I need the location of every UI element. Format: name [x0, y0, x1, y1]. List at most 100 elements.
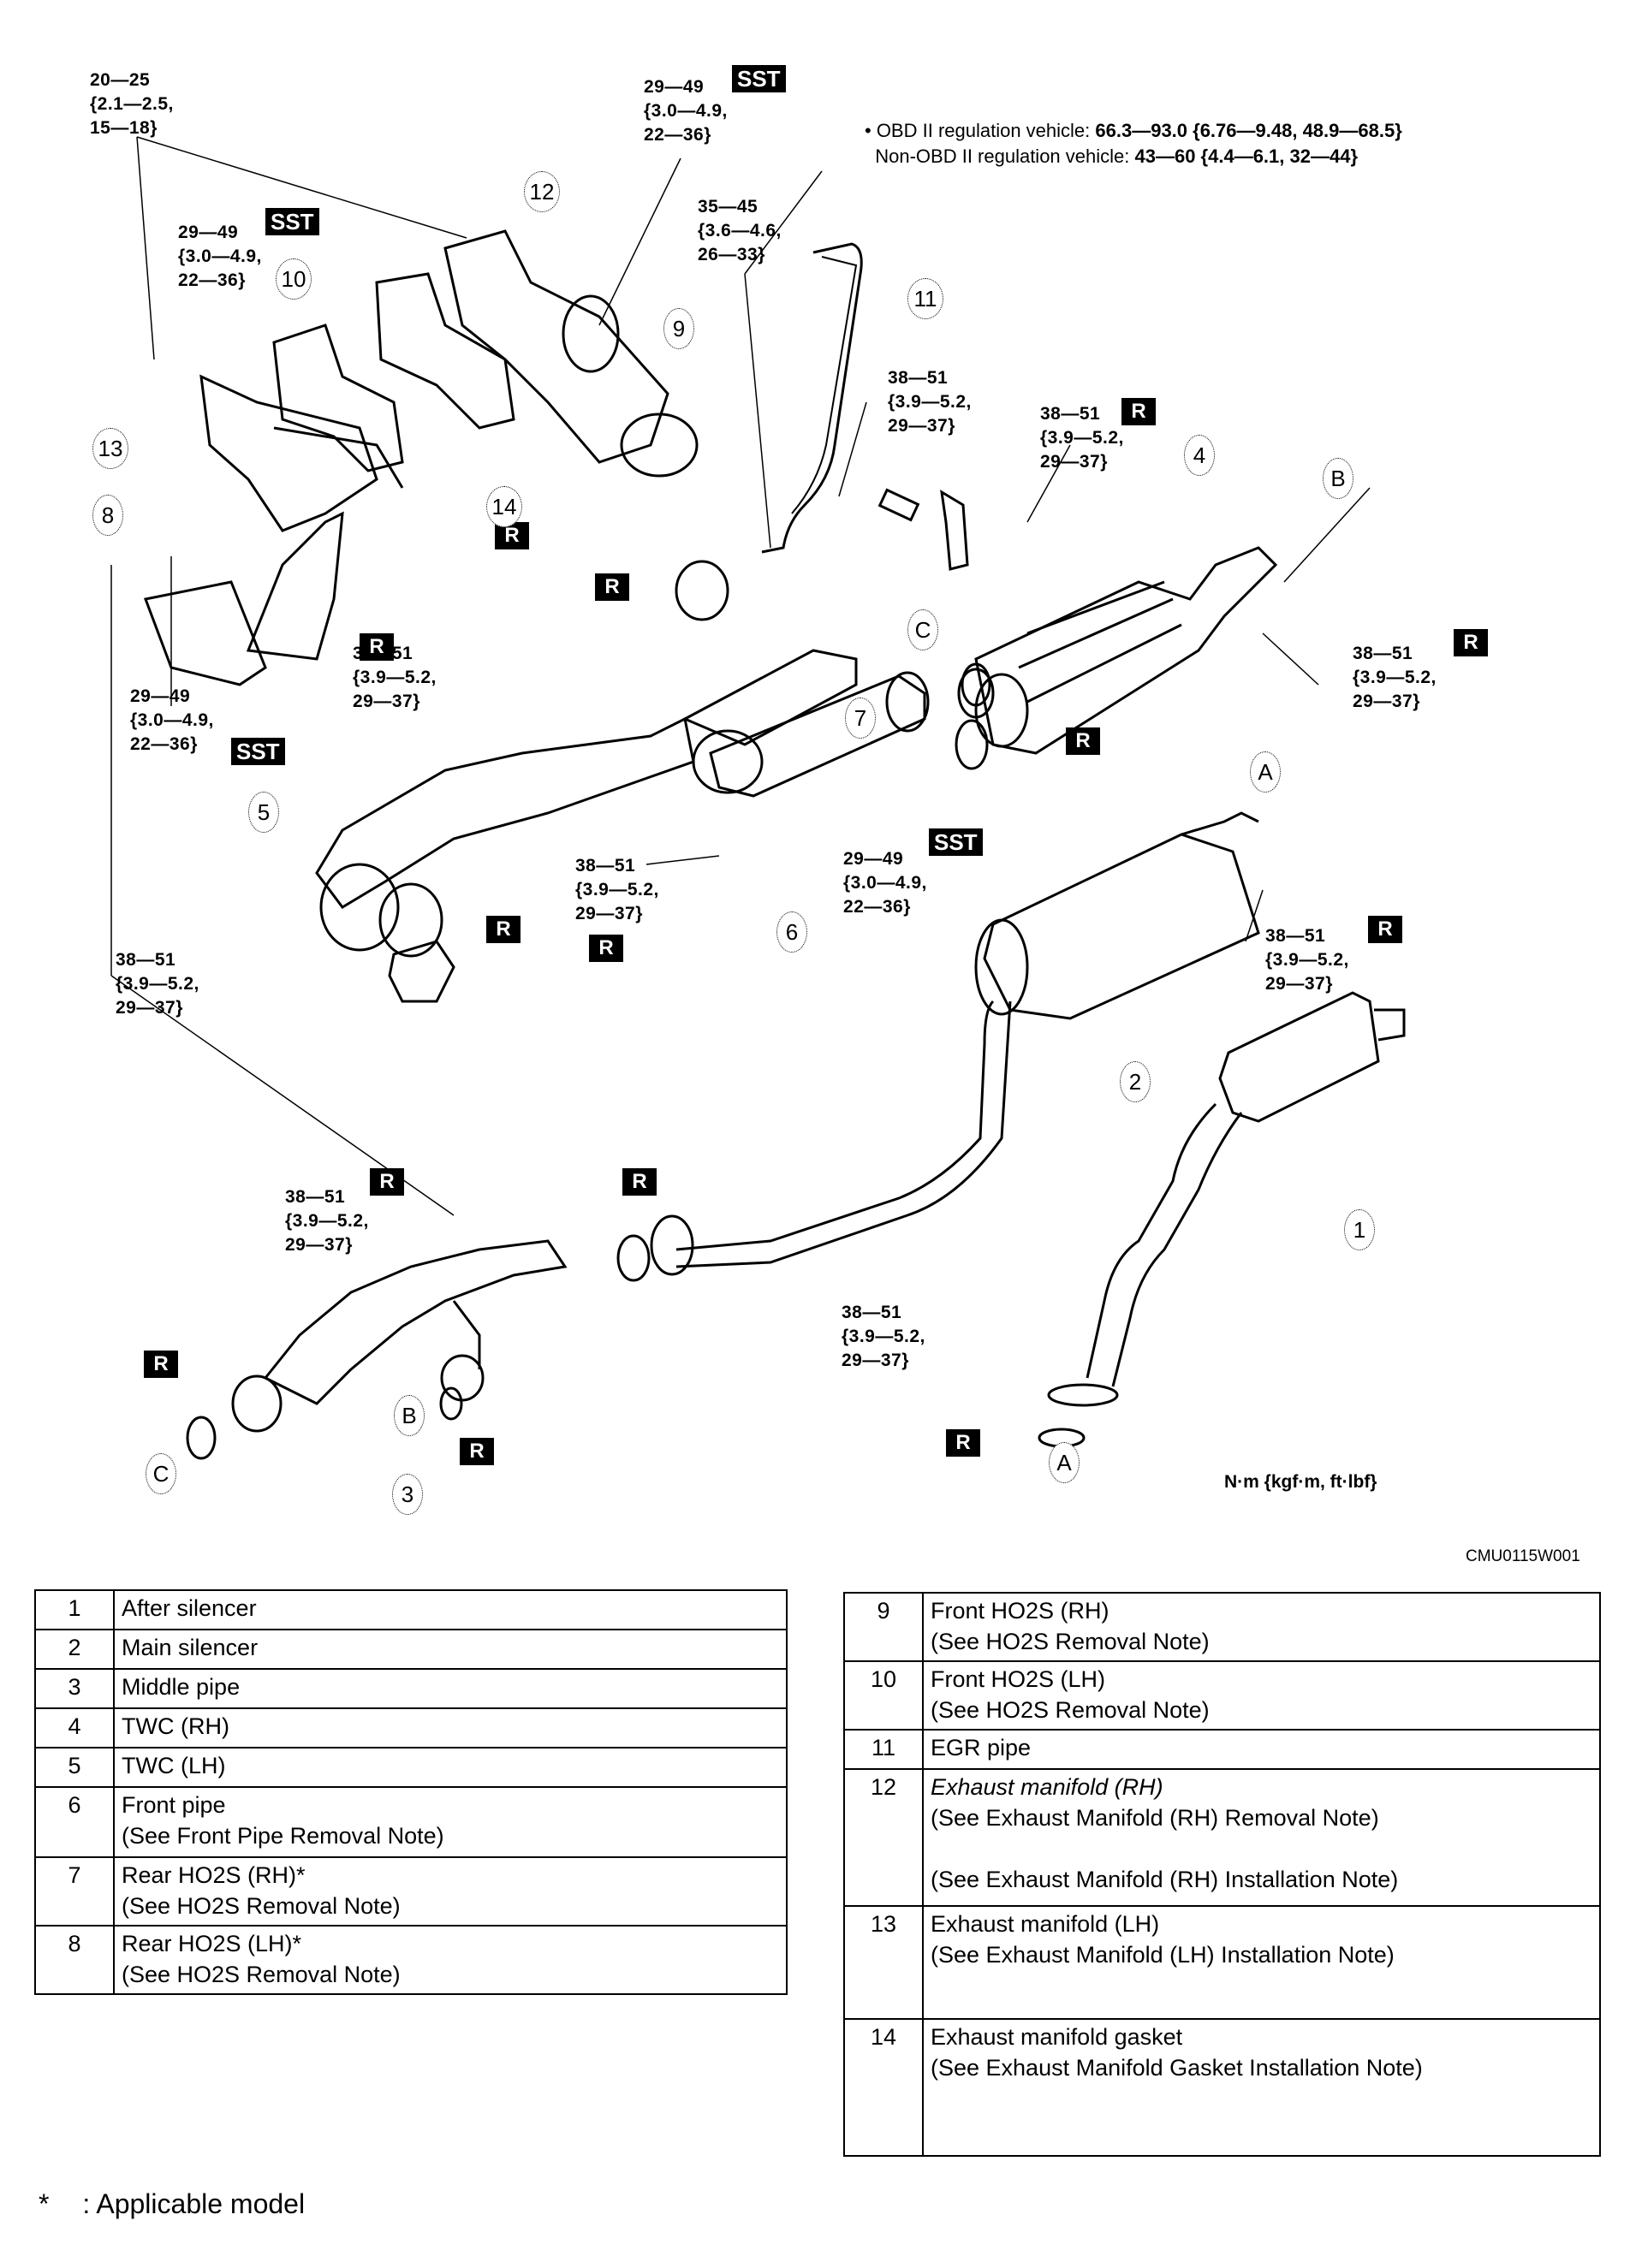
obd-torque-note: • OBD II regulation vehicle: 66.3—93.0 {… — [865, 120, 1402, 167]
parts-table-row: 7 Rear HO2S (RH)* (See HO2S Removal Note) — [34, 1856, 788, 1927]
part-description: Exhaust manifold (LH)(See Exhaust Manifo… — [922, 1905, 1601, 2020]
twc-lh-gasket-shape — [378, 882, 443, 958]
torque-spec: 35—45{3.6—4.6,26—33} — [698, 197, 782, 264]
parts-table-row: 12 Exhaust manifold (RH) (See Exhaust Mani… — [843, 1768, 1601, 1907]
part-name: Front pipe — [122, 1792, 226, 1818]
torque-spec: 29—49{3.0—4.9,22—36} — [178, 223, 262, 290]
replace-badge: R — [360, 633, 394, 661]
replace-badge: R — [486, 916, 521, 943]
part-number: 1 — [34, 1589, 115, 1630]
torque-units-label: N·m {kgf·m, ft·lbf} — [1224, 1472, 1377, 1492]
part-note: (See Front Pipe Removal Note) — [122, 1823, 444, 1849]
callout-3: 3 — [392, 1474, 423, 1515]
sst-badge: SST — [231, 738, 285, 765]
callout-13: 13 — [92, 428, 128, 469]
callout-5: 5 — [248, 792, 279, 833]
figure-code: CMU0115W001 — [1466, 1547, 1580, 1565]
torque-spec: 38—51{3.9—5.2,29—37} — [842, 1303, 925, 1370]
sst-badge: SST — [265, 208, 319, 235]
exhaust-manifold-rh-shape — [443, 229, 699, 478]
part-number: 13 — [843, 1905, 924, 2020]
part-name: TWC (LH) — [122, 1753, 226, 1778]
footnote-text: : Applicable model — [82, 2188, 306, 2219]
replace-badge: R — [1454, 629, 1488, 656]
replace-badge: R — [1368, 916, 1402, 943]
replace-badge: R — [589, 935, 623, 962]
part-note: (See Exhaust Manifold Gasket Installatio… — [931, 2055, 1423, 2081]
callout-14: 14 — [486, 486, 522, 527]
part-name: Main silencer — [122, 1635, 259, 1660]
part-name: Rear HO2S (RH)* — [122, 1862, 306, 1888]
callout-9: 9 — [663, 308, 694, 349]
part-name: Exhaust manifold gasket — [931, 2024, 1183, 2050]
part-note: (See HO2S Removal Note) — [122, 1962, 401, 1987]
part-description: Exhaust manifold gasket (See Exhaust Mani… — [922, 2018, 1601, 2157]
part-note: (See Exhaust Manifold (LH) Installation … — [931, 1942, 1395, 1968]
part-note: (See HO2S Removal Note) — [931, 1697, 1210, 1723]
part-number: 8 — [34, 1925, 115, 1995]
callout-a: A — [1250, 751, 1281, 793]
part-note: (See HO2S Removal Note) — [122, 1893, 401, 1919]
part-name: Rear HO2S (LH)* — [122, 1931, 302, 1956]
torque-spec: 38—51{3.9—5.2,29—37} — [116, 950, 199, 1018]
part-description: Rear HO2S (RH)* (See HO2S Removal Note) — [113, 1856, 788, 1927]
part-name: Front HO2S (RH) — [931, 1598, 1109, 1624]
torque-spec: 38—51{3.9—5.2,29—37} — [575, 856, 659, 923]
part-name: TWC (RH) — [122, 1713, 229, 1739]
exhaust-manifold-lh-shape — [199, 374, 404, 532]
part-number: 11 — [843, 1729, 924, 1770]
bracket-shape — [940, 490, 969, 571]
part-number: 14 — [843, 2018, 924, 2157]
part-number: 6 — [34, 1786, 115, 1858]
part-name: Middle pipe — [122, 1674, 241, 1700]
footnote: * : Applicable model — [39, 2188, 305, 2220]
parts-table-row: 6 Front pipe (See Front Pipe Removal Note) — [34, 1786, 788, 1858]
torque-spec: 29—49{3.0—4.9,22—36} — [130, 686, 214, 754]
part-number: 7 — [34, 1856, 115, 1927]
parts-table-row: 14 Exhaust manifold gasket (See Exhaust Ma… — [843, 2018, 1601, 2157]
callout-6: 6 — [776, 911, 807, 953]
part-note: (See HO2S Removal Note) — [931, 1629, 1210, 1654]
sst-badge: SST — [929, 828, 983, 856]
replace-badge: R — [460, 1438, 494, 1465]
part-name: Exhaust manifold (RH) — [931, 1774, 1163, 1800]
callout-1: 1 — [1344, 1209, 1375, 1250]
twc-rh-shape — [955, 546, 1278, 770]
callout-12: 12 — [524, 171, 560, 212]
part-number: 12 — [843, 1768, 924, 1907]
part-description: TWC (RH) — [113, 1707, 788, 1748]
part-number: 3 — [34, 1668, 115, 1709]
callout-b: B — [394, 1395, 425, 1436]
torque-spec: 38—51{3.9—5.2,29—37} — [1040, 404, 1124, 472]
part-note: (See Exhaust Manifold (RH) Removal Note) — [931, 1805, 1379, 1831]
part-note: (See Exhaust Manifold (RH) Installation … — [931, 1867, 1399, 1892]
egr-pipe-shape — [761, 242, 863, 554]
replace-badge: R — [946, 1429, 980, 1457]
part-name: Front HO2S (LH) — [931, 1666, 1106, 1692]
main-silencer-shape — [675, 811, 1260, 1268]
leader-lines — [110, 136, 1371, 1216]
torque-spec: 20—25{2.1—2.5,15—18} — [90, 70, 174, 138]
part-description: Front HO2S (LH) (See HO2S Removal Note) — [922, 1660, 1601, 1731]
torque-spec: 38—51{3.9—5.2,29—37} — [888, 368, 972, 436]
part-name: EGR pipe — [931, 1735, 1032, 1760]
parts-table-row: 3 Middle pipe — [34, 1668, 788, 1709]
callout-8: 8 — [92, 495, 123, 536]
part-number: 9 — [843, 1592, 924, 1662]
part-number: 5 — [34, 1747, 115, 1788]
parts-table-right: 9 Front HO2S (RH) (See HO2S Removal Note) 1… — [843, 1592, 1601, 2157]
callout-b: B — [1323, 458, 1353, 499]
replace-badge: R — [1066, 727, 1100, 755]
exhaust-system-drawing — [110, 136, 1406, 1460]
part-description: TWC (LH) — [113, 1747, 788, 1788]
replace-badge: R — [370, 1168, 404, 1196]
callout-10: 10 — [276, 258, 312, 300]
torque-spec: 29—49{3.0—4.9,22—36} — [644, 77, 728, 145]
callout-2: 2 — [1120, 1061, 1151, 1102]
replace-badge: R — [622, 1168, 657, 1196]
